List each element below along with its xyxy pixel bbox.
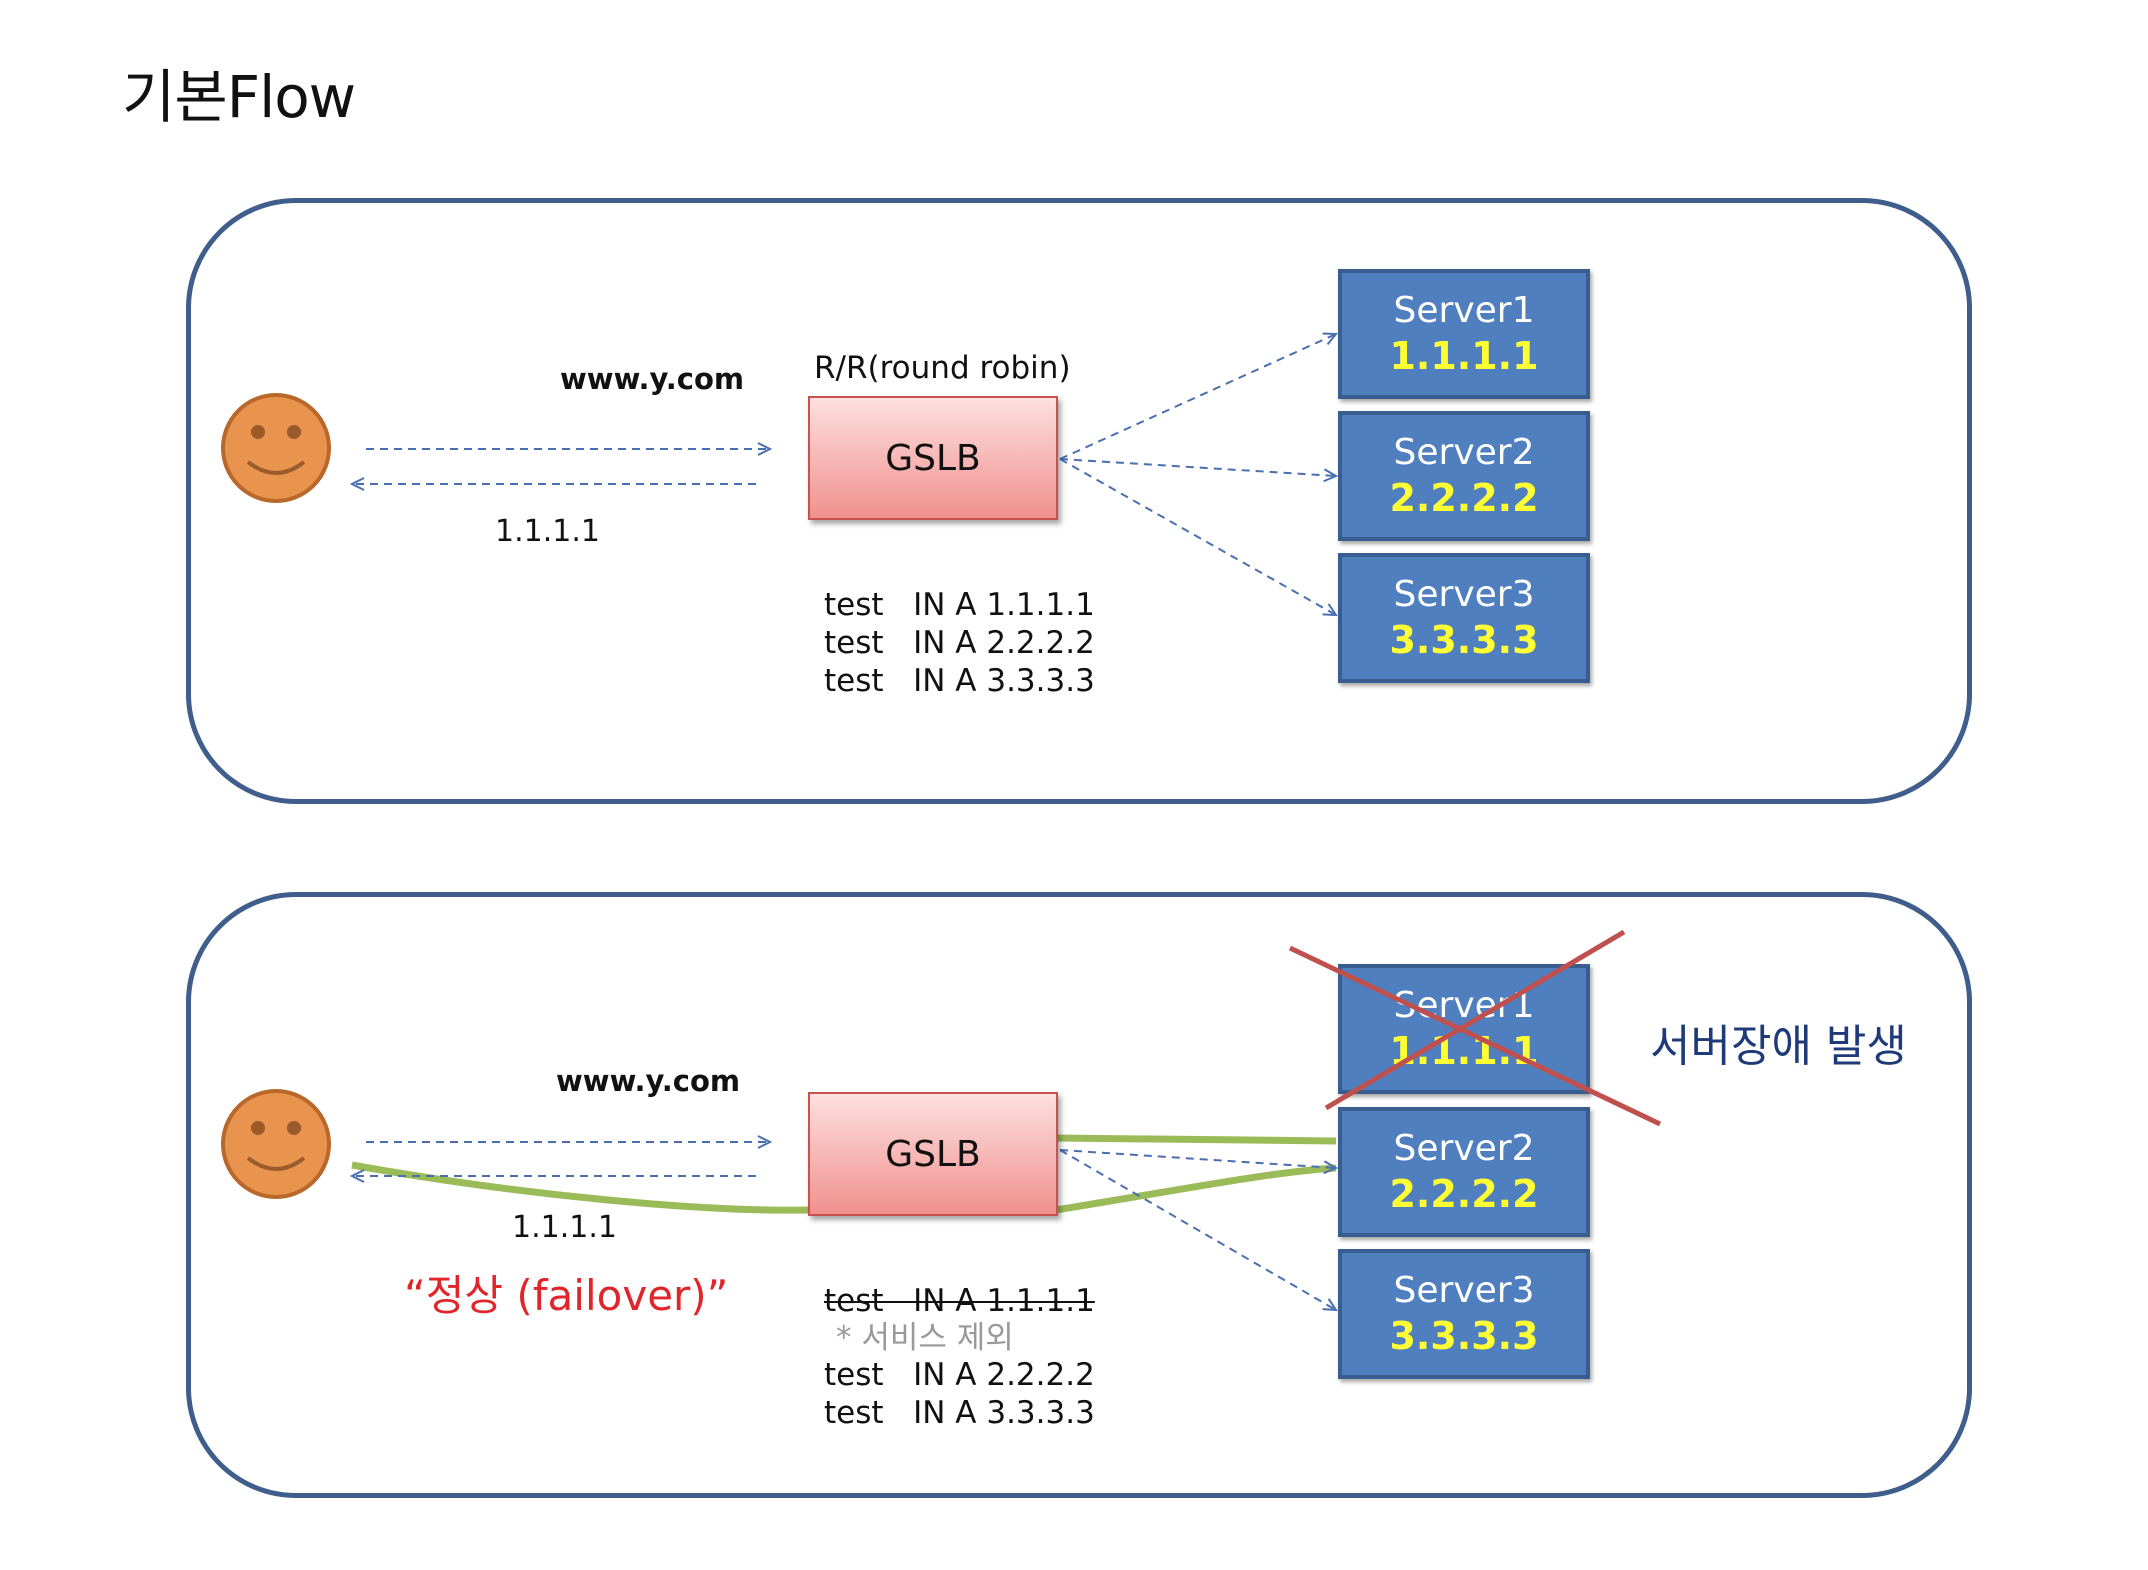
gslb-box: GSLB [808,396,1058,520]
basic-flow-panel [186,198,1972,804]
dns-record: test IN A 2.2.2.2 [824,1357,1095,1393]
dns-record-list: test IN A 1.1.1.1 test IN A 2.2.2.2 test… [824,586,1095,700]
gslb-to-server2-arrow-2 [1059,1149,1336,1168]
failover-path [351,1161,1337,1214]
response-ip-label: 1.1.1.1 [512,1210,617,1245]
gslb-label: GSLB [885,437,981,479]
server2-box: Server2 2.2.2.2 [1338,411,1590,541]
server1-box: Server1 1.1.1.1 [1338,269,1590,399]
dns-record: test IN A 2.2.2.2 [824,625,1095,661]
gslb-to-server3-arrow-2 [1059,1149,1336,1310]
gslb-to-server1-arrow [1059,334,1336,460]
server-name: Server2 [1393,1127,1535,1169]
server-fault-label: 서버장애 발생 [1650,1021,1907,1072]
server-ip: 2.2.2.2 [1389,1171,1539,1216]
domain-label: www.y.com [560,362,745,396]
dns-record-list: test IN A 1.1.1.1 * 서비스 제외 test IN A 2.2… [824,1282,1095,1432]
gslb-box: GSLB [808,1092,1058,1216]
server3-box: Server3 3.3.3.3 [1338,1249,1590,1379]
failover-path-top [1055,1134,1337,1145]
service-excluded-note: * 서비스 제외 [836,1320,1014,1356]
server2-box: Server2 2.2.2.2 [1338,1107,1590,1237]
failover-label: “정상 (failover)” [404,1271,729,1320]
server-ip: 1.1.1.1 [1389,333,1539,378]
server-name: Server1 [1393,984,1535,1026]
removed-dns-record: test IN A 1.1.1.1 [824,1283,1095,1319]
dns-record: test IN A 3.3.3.3 [824,663,1095,699]
round-robin-label: R/R(round robin) [814,350,1071,386]
domain-label: www.y.com [556,1064,741,1098]
server-name: Server2 [1393,431,1535,473]
gslb-to-server2-arrow [1059,458,1336,476]
server-name: Server1 [1393,289,1535,331]
server3-box: Server3 3.3.3.3 [1338,553,1590,683]
gslb-to-server3-arrow [1059,458,1336,615]
server1-failed-box: Server1 1.1.1.1 [1338,964,1590,1094]
gslb-label: GSLB [885,1133,981,1175]
server-ip: 3.3.3.3 [1389,617,1539,662]
dns-record: test IN A 1.1.1.1 [824,587,1095,623]
server-name: Server3 [1393,573,1535,615]
server-name: Server3 [1393,1269,1535,1311]
failover-flow-panel [186,892,1972,1498]
server-ip: 1.1.1.1 [1389,1028,1539,1073]
page-title: 기본Flow [122,63,356,131]
user-smiley-icon [221,393,331,503]
response-ip-label: 1.1.1.1 [495,514,600,549]
server-ip: 2.2.2.2 [1389,475,1539,520]
dns-record: test IN A 3.3.3.3 [824,1395,1095,1431]
server-ip: 3.3.3.3 [1389,1313,1539,1358]
user-smiley-icon [221,1089,331,1199]
